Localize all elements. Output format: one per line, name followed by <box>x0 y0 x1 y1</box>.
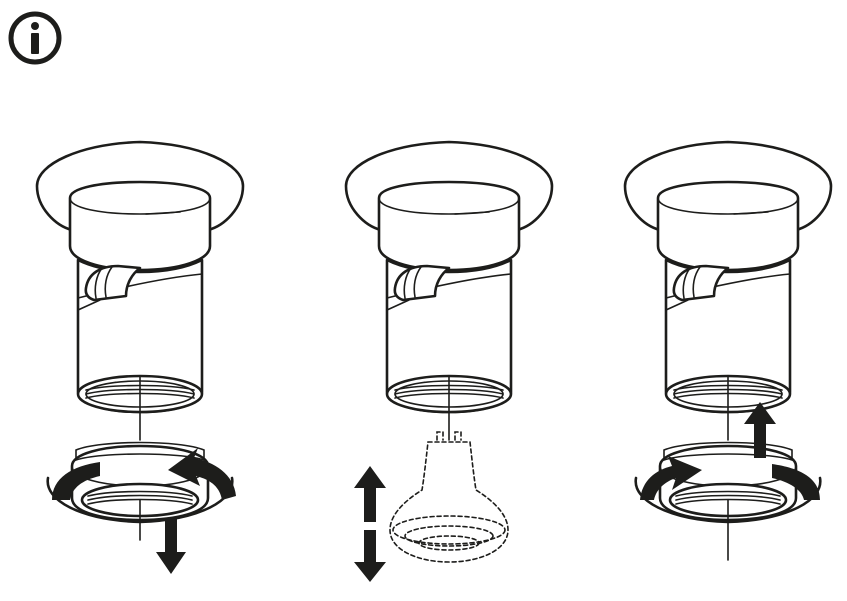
rotate-clockwise-arrow <box>640 456 820 500</box>
rotate-counterclockwise-arrow <box>52 448 236 500</box>
ceiling-fixture <box>344 140 554 414</box>
pull-down-arrow <box>156 518 186 574</box>
ceiling-fixture <box>623 140 833 414</box>
push-up-arrow <box>744 402 776 458</box>
ceiling-fixture <box>35 140 245 414</box>
step-3-panel <box>623 140 833 561</box>
step-2-panel <box>344 140 554 582</box>
gu10-bulb <box>389 431 509 563</box>
info-icon <box>8 11 62 65</box>
up-down-arrow <box>354 466 386 582</box>
step-1-panel <box>35 140 245 574</box>
